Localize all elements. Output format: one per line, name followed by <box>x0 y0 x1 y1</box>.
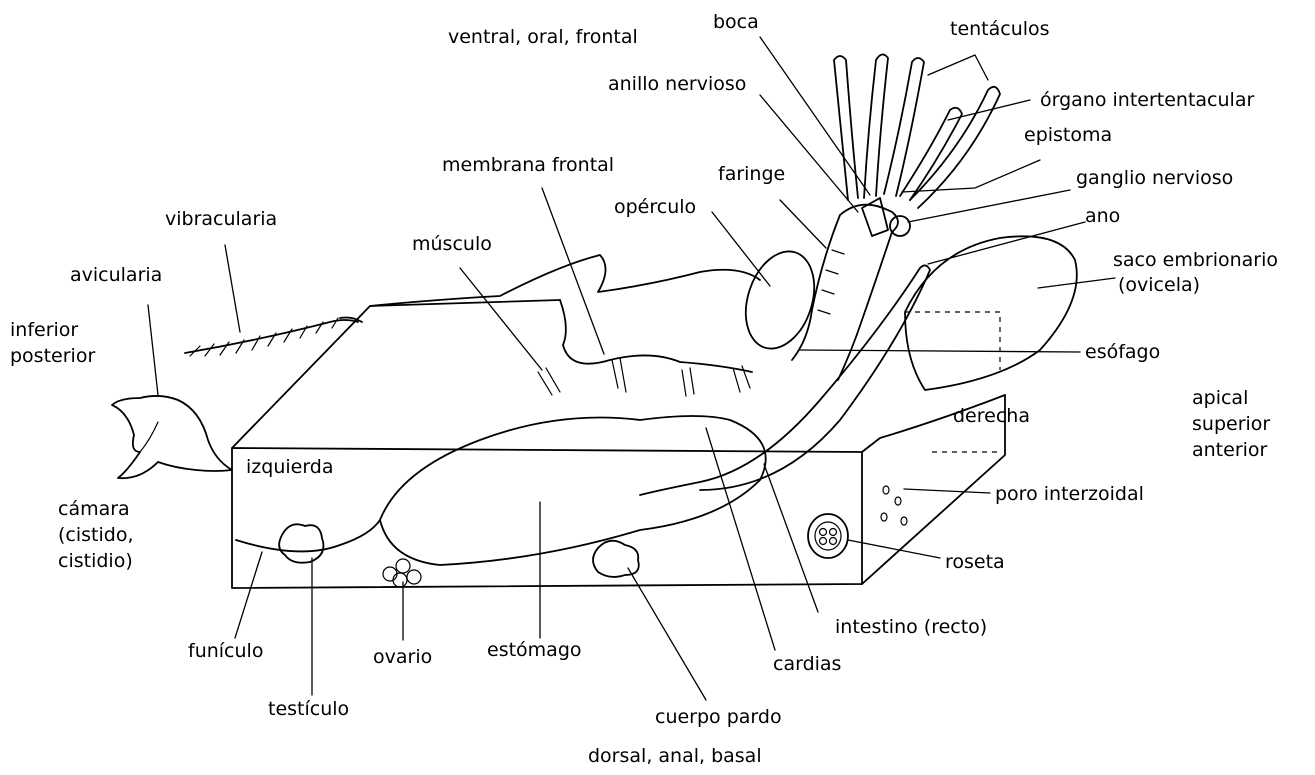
label-funiculo: funículo <box>188 639 263 664</box>
label-cardias: cardias <box>773 652 841 677</box>
label-membrana-frontal: membrana frontal <box>442 153 614 178</box>
label-musculo: músculo <box>412 232 492 257</box>
label-avicularia: avicularia <box>70 263 162 288</box>
label-cuerpo-pardo: cuerpo pardo <box>655 705 782 730</box>
label-saco-embrionario: saco embrionario <box>1113 248 1278 273</box>
rosette-shape <box>808 514 848 558</box>
label-anterior: anterior <box>1192 438 1267 463</box>
leader-lines <box>148 37 1115 700</box>
label-camara: cámara <box>58 497 130 522</box>
label-intestino-recto: intestino (recto) <box>835 615 987 640</box>
label-anillo-nervioso: anillo nervioso <box>608 72 746 97</box>
label-ventral-oral-frontal: ventral, oral, frontal <box>448 25 638 50</box>
label-cistido: (cistido, <box>58 523 134 548</box>
label-dorsal-anal-basal: dorsal, anal, basal <box>588 744 762 769</box>
label-ovario: ovario <box>373 645 432 670</box>
label-roseta: roseta <box>945 550 1005 575</box>
label-ano: ano <box>1085 204 1120 229</box>
interzooidal-pores <box>881 486 907 525</box>
label-tentaculos: tentáculos <box>950 17 1050 42</box>
label-organo-intertentacular: órgano intertentacular <box>1040 88 1254 113</box>
label-izquierda: izquierda <box>246 455 334 480</box>
label-inferior: inferior <box>10 318 78 343</box>
label-epistoma: epistoma <box>1024 123 1112 148</box>
label-superior: superior <box>1192 412 1270 437</box>
stomach-shape <box>236 416 766 565</box>
label-testiculo: testículo <box>268 697 349 722</box>
frontal-membrane-shape <box>370 255 760 396</box>
label-boca: boca <box>713 10 759 35</box>
avicularia-shape <box>112 396 232 478</box>
label-esofago: esófago <box>1085 340 1160 365</box>
label-operculo: opérculo <box>614 195 696 220</box>
gonads-shape <box>279 524 639 587</box>
label-vibracularia: vibracularia <box>165 207 277 232</box>
label-ganglio-nervioso: ganglio nervioso <box>1076 166 1233 191</box>
label-posterior: posterior <box>10 344 95 369</box>
vibracularia-shape <box>185 318 362 357</box>
label-ovicela: (ovicela) <box>1118 273 1200 298</box>
polypide-shape <box>640 54 1000 495</box>
label-cistidio: cistidio) <box>58 549 133 574</box>
label-estomago: estómago <box>487 638 582 663</box>
ovicell-shape <box>905 236 1077 390</box>
label-poro-interzoidal: poro interzoidal <box>995 482 1144 507</box>
label-derecha: derecha <box>953 404 1030 429</box>
zooid-box <box>232 300 1005 588</box>
label-apical: apical <box>1192 386 1248 411</box>
label-faringe: faringe <box>718 162 785 187</box>
